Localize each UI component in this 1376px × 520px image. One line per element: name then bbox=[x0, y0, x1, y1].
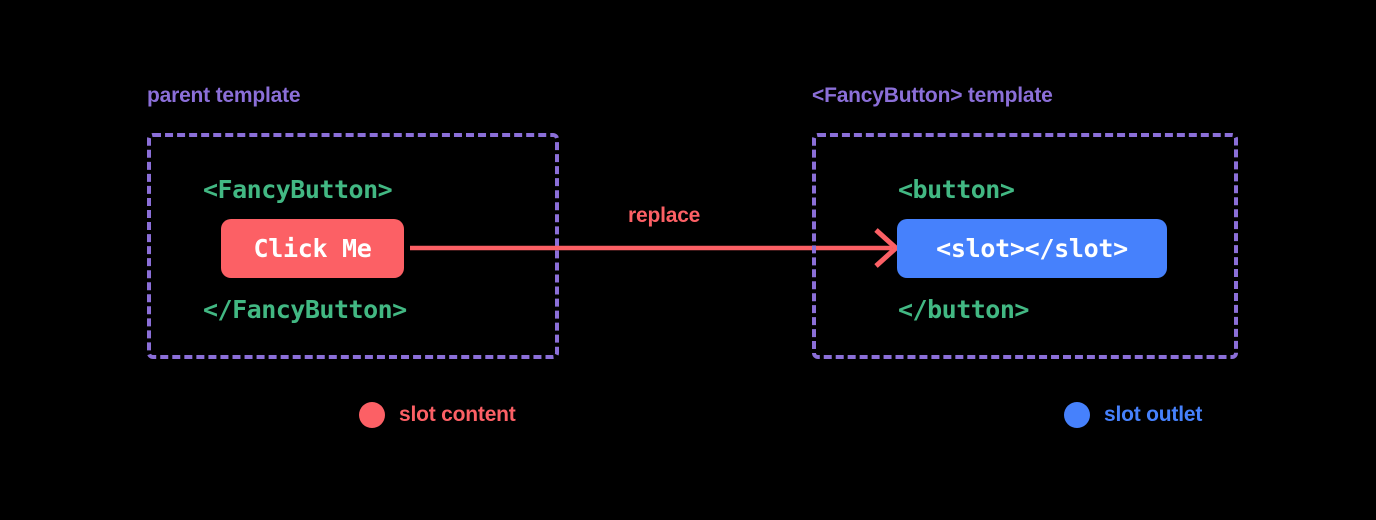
slot-outlet-chip: <slot></slot> bbox=[897, 219, 1167, 278]
code-close-fancybutton: </FancyButton> bbox=[203, 295, 407, 324]
fancybutton-template-panel bbox=[812, 133, 1238, 359]
legend-item-slot-content: slot content bbox=[359, 402, 516, 428]
legend-label-slot-outlet: slot outlet bbox=[1104, 403, 1203, 426]
slot-content-chip: Click Me bbox=[221, 219, 404, 278]
parent-template-title: parent template bbox=[147, 84, 301, 107]
legend-item-slot-outlet: slot outlet bbox=[1064, 402, 1202, 428]
fancybutton-template-title: <FancyButton> template bbox=[812, 84, 1053, 107]
legend-label-slot-content: slot content bbox=[399, 403, 516, 426]
circle-icon bbox=[359, 402, 385, 428]
replace-label: replace bbox=[628, 204, 701, 227]
circle-icon bbox=[1064, 402, 1090, 428]
code-open-button: <button> bbox=[898, 175, 1015, 204]
code-open-fancybutton: <FancyButton> bbox=[203, 175, 393, 204]
code-close-button: </button> bbox=[898, 295, 1029, 324]
